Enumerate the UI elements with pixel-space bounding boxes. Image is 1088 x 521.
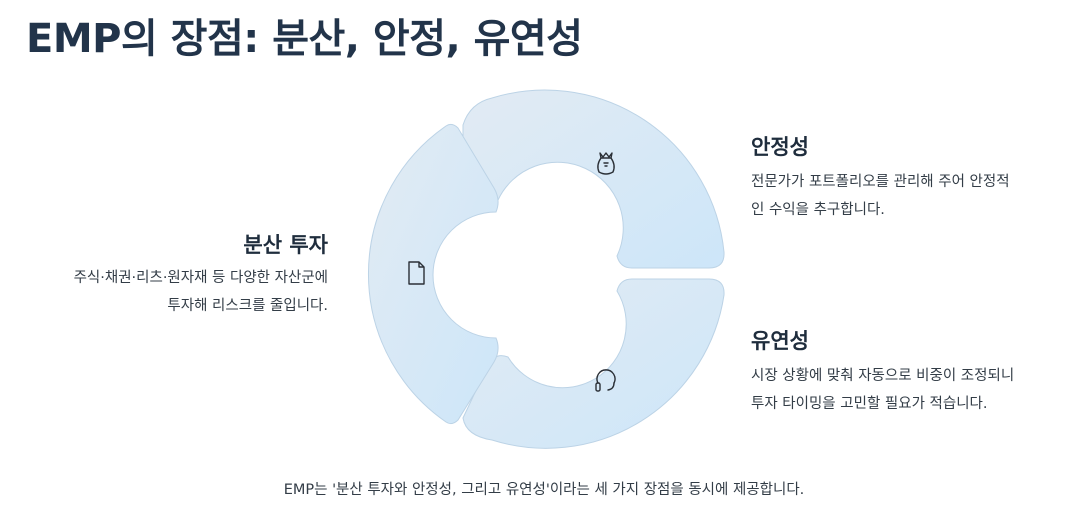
footer-summary: EMP는 '분산 투자와 안정성, 그리고 유연성'이라는 세 가지 장점을 동… (283, 482, 805, 498)
money-bag-icon (597, 152, 615, 175)
description-line: 인 수익을 추구합니다. (751, 202, 885, 218)
description-diversification: 주식·채권·리츠·원자재 등 다양한 자산군에 투자해 리스크를 줄입니다. (74, 264, 328, 320)
headset-icon (595, 369, 616, 392)
page-title: EMP의 장점: 분산, 안정, 유연성 (26, 16, 583, 62)
description-flexibility: 시장 상황에 맞춰 자동으로 비중이 조정되니 투자 타이밍을 고민할 필요가 … (751, 362, 1014, 418)
heading-diversification: 분산 투자 (243, 233, 328, 257)
segment-diversification (367, 123, 499, 425)
heading-stability: 안정성 (751, 135, 809, 159)
document-icon (408, 261, 425, 285)
description-line: 주식·채권·리츠·원자재 등 다양한 자산군에 (73, 270, 328, 286)
heading-flexibility: 유연성 (751, 329, 809, 353)
description-line: 투자해 리스크를 줄입니다. (167, 298, 328, 314)
segment-stability (461, 89, 725, 269)
description-line: 전문가가 포트폴리오를 관리해 주어 안정적 (751, 174, 1010, 190)
description-stability: 전문가가 포트폴리오를 관리해 주어 안정적 인 수익을 추구합니다. (751, 168, 1010, 224)
description-line: 시장 상황에 맞춰 자동으로 비중이 조정되니 (751, 368, 1015, 384)
segment-flexibility (462, 278, 725, 449)
description-line: 투자 타이밍을 고민할 필요가 적습니다. (751, 396, 988, 412)
